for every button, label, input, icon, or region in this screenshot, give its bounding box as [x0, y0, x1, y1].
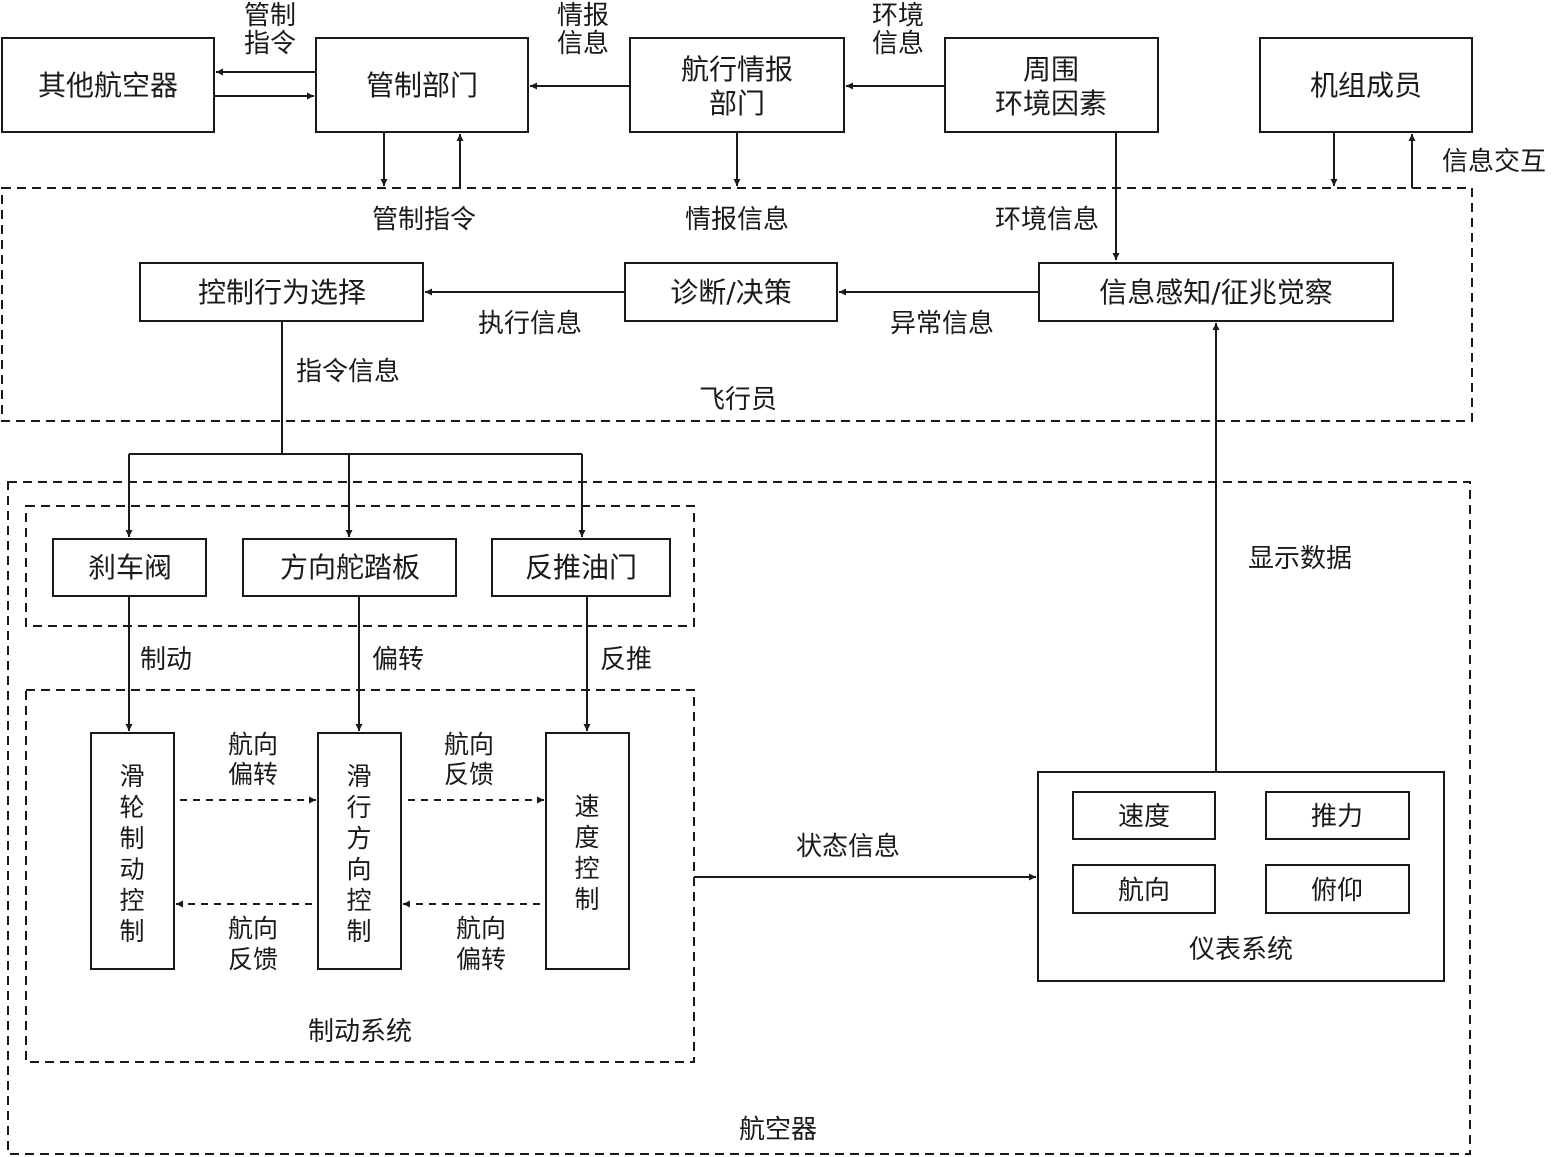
label-state-info: 状态信息: [796, 832, 900, 862]
svg-text:其他航空器: 其他航空器: [38, 69, 178, 102]
label-heading-deflection-1b: 偏转: [228, 760, 278, 789]
label-intel-info: 情报信息: [685, 205, 789, 235]
speed-ctrl-node: 速 度 控 制: [545, 732, 630, 970]
label-heading-feedback-1a: 航向: [444, 730, 494, 759]
svg-text:方: 方: [346, 824, 371, 853]
rudder-pedal-node: 方向舵踏板: [242, 538, 457, 597]
svg-text:速度: 速度: [1118, 802, 1170, 832]
svg-text:控: 控: [119, 886, 144, 915]
pilot-input-region: [25, 505, 695, 627]
crew-node: 机组成员: [1259, 37, 1473, 133]
label-control-cmd-top: 管制: [244, 1, 296, 31]
inst-thrust-node: 推力: [1265, 791, 1410, 840]
svg-text:制: 制: [119, 917, 144, 946]
label-pilot-region: 飞行员: [699, 385, 777, 415]
svg-text:制: 制: [119, 824, 144, 853]
svg-text:轮: 轮: [119, 793, 144, 822]
svg-text:俯仰: 俯仰: [1311, 876, 1363, 906]
label-exec-info: 执行信息: [478, 309, 582, 339]
label-heading-feedback-1b: 反馈: [444, 760, 494, 789]
label-env-info: 环境信息: [995, 205, 1099, 235]
svg-text:航向: 航向: [1118, 876, 1170, 906]
svg-text:行: 行: [346, 793, 371, 822]
nav-info-dept-node: 航行情报 部门: [629, 37, 845, 133]
reverse-throttle-node: 反推油门: [491, 538, 671, 597]
label-heading-deflection-1a: 航向: [228, 730, 278, 759]
label-aircraft-region: 航空器: [739, 1115, 817, 1145]
pilot-region: [1, 187, 1473, 422]
svg-text:周围: 周围: [1023, 53, 1079, 86]
taxi-dir-ctrl-node: 滑 行 方 向 控 制: [317, 732, 402, 970]
svg-text:控: 控: [574, 854, 599, 883]
svg-text:滑: 滑: [346, 762, 371, 791]
label-brake-system: 制动系统: [308, 1017, 412, 1047]
svg-text:制: 制: [346, 917, 371, 946]
svg-text:航行情报: 航行情报: [681, 53, 793, 86]
svg-text:反推油门: 反推油门: [525, 551, 637, 584]
svg-text:控: 控: [346, 886, 371, 915]
label-display-data: 显示数据: [1248, 544, 1352, 574]
svg-text:诊断/决策: 诊断/决策: [670, 276, 791, 309]
label-heading-feedback-2a: 航向: [228, 914, 278, 943]
label-abnormal-info: 异常信息: [890, 309, 994, 339]
svg-text:滑: 滑: [119, 762, 144, 791]
svg-text:信息感知/征兆觉察: 信息感知/征兆觉察: [1099, 276, 1332, 309]
svg-text:方向舵踏板: 方向舵踏板: [280, 551, 420, 584]
svg-text:部门: 部门: [709, 87, 765, 120]
brake-valve-node: 刹车阀: [52, 538, 207, 597]
svg-text:速: 速: [574, 792, 599, 821]
svg-text:管制部门: 管制部门: [366, 69, 478, 102]
svg-text:动: 动: [119, 855, 144, 884]
label-intel-info-top: 情报: [557, 1, 609, 31]
svg-text:度: 度: [574, 823, 599, 852]
label-braking: 制动: [140, 645, 192, 675]
svg-text:刹车阀: 刹车阀: [88, 551, 172, 584]
svg-text:向: 向: [346, 855, 371, 884]
svg-text:控制行为选择: 控制行为选择: [198, 276, 366, 309]
svg-text:机组成员: 机组成员: [1310, 69, 1422, 102]
label-instrument-system: 仪表系统: [1189, 935, 1293, 965]
label-control-cmd-top-2: 指令: [244, 29, 296, 59]
svg-text:环境因素: 环境因素: [995, 87, 1107, 120]
label-deflection: 偏转: [372, 645, 424, 675]
label-cmd-info: 指令信息: [296, 357, 400, 387]
inst-speed-node: 速度: [1072, 791, 1216, 840]
control-dept-node: 管制部门: [315, 37, 529, 133]
label-intel-info-top-2: 信息: [557, 29, 609, 59]
wheel-brake-ctrl-node: 滑 轮 制 动 控 制: [90, 732, 175, 970]
label-reverse: 反推: [600, 645, 652, 675]
svg-text:制: 制: [574, 885, 599, 914]
svg-text:推力: 推力: [1311, 802, 1363, 832]
label-info-interaction: 信息交互: [1442, 147, 1546, 177]
env-factors-node: 周围 环境因素: [944, 37, 1159, 133]
inst-heading-node: 航向: [1072, 864, 1216, 914]
control-select-node: 控制行为选择: [139, 262, 424, 322]
label-env-info-top-2: 信息: [872, 29, 924, 59]
label-control-cmd: 管制指令: [372, 205, 476, 235]
inst-pitch-node: 俯仰: [1265, 864, 1410, 914]
other-aircraft-node: 其他航空器: [1, 37, 215, 133]
diagnose-node: 诊断/决策: [624, 262, 838, 322]
label-heading-deflection-2a: 航向: [456, 914, 506, 943]
info-perception-node: 信息感知/征兆觉察: [1038, 262, 1394, 322]
label-heading-deflection-2b: 偏转: [456, 945, 506, 974]
label-heading-feedback-2b: 反馈: [228, 945, 278, 974]
label-env-info-top: 环境: [872, 1, 924, 31]
aircraft-region: [7, 481, 1471, 1155]
